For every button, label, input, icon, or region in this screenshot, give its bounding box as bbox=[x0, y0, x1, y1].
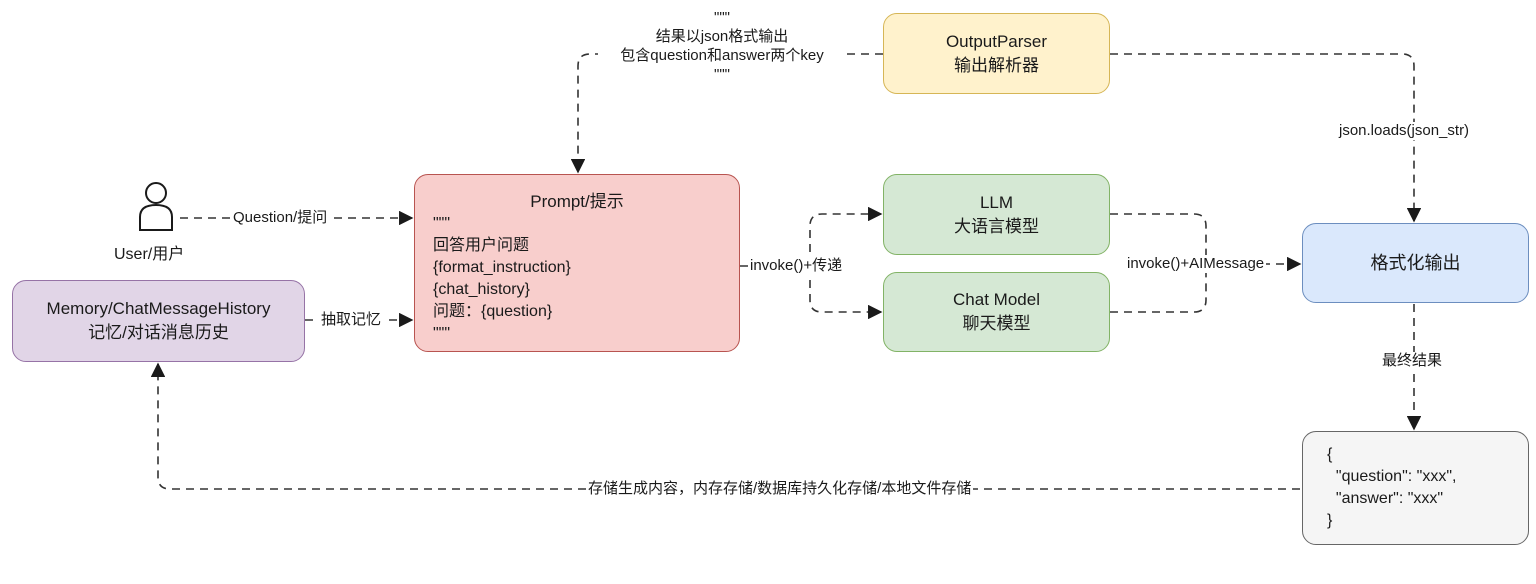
chat-model-title: Chat Model bbox=[953, 290, 1040, 309]
output-parser-title: OutputParser bbox=[945, 31, 1048, 51]
format-note-line: 包含question和answer两个key bbox=[620, 47, 824, 64]
result-node[interactable]: { "question": "xxx", "answer": "xxx" } bbox=[1302, 431, 1529, 545]
prompt-title: Prompt/提示 bbox=[530, 192, 624, 211]
output-parser-node[interactable]: OutputParser 输出解析器 bbox=[883, 13, 1110, 94]
edge-label-json-loads: json.loads(json_str) bbox=[1337, 122, 1472, 140]
result-line: "question": "xxx", bbox=[1327, 468, 1457, 485]
output-parser-subtitle: 输出解析器 bbox=[954, 55, 1039, 75]
prompt-line: 回答用户问题 bbox=[433, 237, 530, 254]
result-line: "answer": "xxx" bbox=[1327, 490, 1444, 507]
memory-node[interactable]: Memory/ChatMessageHistory 记忆/对话消息历史 bbox=[12, 280, 305, 362]
result-line: } bbox=[1327, 512, 1333, 529]
edge-invoke-pass-chat bbox=[809, 266, 883, 320]
chat-model-node[interactable]: Chat Model 聊天模型 bbox=[883, 272, 1110, 352]
format-output-node[interactable]: 格式化输出 bbox=[1302, 223, 1529, 303]
edge-label-question: Question/提问 bbox=[231, 209, 330, 227]
edge-label-final-result: 最终结果 bbox=[1380, 352, 1445, 370]
prompt-line: {format_instruction} bbox=[433, 259, 571, 276]
llm-node[interactable]: LLM 大语言模型 bbox=[883, 174, 1110, 255]
format-note-line: """ bbox=[714, 9, 730, 26]
format-note-line: 结果以json格式输出 bbox=[655, 28, 789, 45]
edge-json-loads bbox=[1110, 53, 1422, 223]
format-note-line: """ bbox=[714, 66, 730, 83]
edge-format-instruction bbox=[570, 53, 883, 174]
llm-title: LLM bbox=[979, 192, 1014, 212]
prompt-line: """ bbox=[433, 215, 451, 232]
edge-invoke-pass-llm bbox=[809, 206, 883, 266]
edge-label-format-note: """ 结果以json格式输出 包含question和answer两个key "… bbox=[598, 8, 846, 84]
result-line: { bbox=[1327, 446, 1333, 463]
edge-label-invoke-aimessage: invoke()+AIMessage bbox=[1125, 255, 1267, 273]
edge-chat-out bbox=[1110, 264, 1207, 313]
user-label: User/用户 bbox=[114, 246, 185, 263]
prompt-line: 问题：{question} bbox=[433, 303, 553, 320]
prompt-line: {chat_history} bbox=[433, 281, 530, 298]
prompt-line: """ bbox=[433, 325, 451, 342]
memory-title: Memory/ChatMessageHistory bbox=[46, 299, 271, 318]
user-icon bbox=[139, 182, 173, 231]
memory-subtitle: 记忆/对话消息历史 bbox=[88, 323, 229, 342]
prompt-node[interactable]: Prompt/提示 """ 回答用户问题 {format_instruction… bbox=[414, 174, 740, 352]
edge-llm-out bbox=[1110, 213, 1207, 264]
edge-store bbox=[150, 362, 1300, 490]
edge-label-extract-memory: 抽取记忆 bbox=[319, 311, 384, 329]
format-output-label: 格式化输出 bbox=[1370, 253, 1461, 273]
chat-model-subtitle: 聊天模型 bbox=[962, 314, 1031, 333]
llm-subtitle: 大语言模型 bbox=[954, 216, 1039, 236]
edge-label-invoke-pass: invoke()+传递 bbox=[748, 257, 845, 275]
edge-label-store: 存储生成内容，内存存储/数据库持久化存储/本地文件存储 bbox=[586, 480, 974, 498]
